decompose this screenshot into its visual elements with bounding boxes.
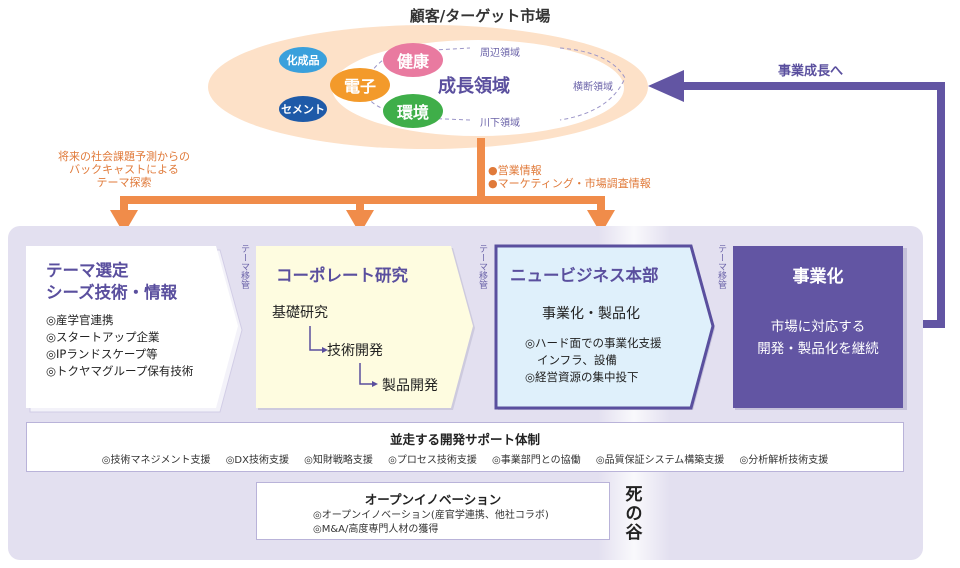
- transfer-label-2: テーマ移管: [477, 244, 487, 289]
- growth-return-bottom-bar: [902, 320, 945, 328]
- support-item: ◎プロセス技術支援: [388, 455, 477, 466]
- info-caption: ●営業情報 ●マーケティング・市場調査情報: [488, 164, 651, 190]
- support-item: ◎事業部門との協働: [492, 455, 581, 466]
- backcast-line-3: テーマ探索: [96, 176, 152, 189]
- development-support-box: 並走する開発サポート体制 ◎技術マネジメント支援 ◎DX技術支援 ◎知財戦略支援…: [26, 422, 904, 472]
- step-basic-research: 基礎研究: [272, 305, 328, 321]
- bubble-cement: セメント: [279, 96, 327, 122]
- cross-area-label: 横断領域: [572, 78, 614, 93]
- commercialization-line-1: 市場に対応する: [770, 319, 866, 335]
- support-item: ◎知財戦略支援: [304, 455, 373, 466]
- bubble-environment-label: 環境: [396, 103, 429, 122]
- support-item: ◎DX技術支援: [225, 455, 289, 466]
- support-item: ◎品質保証システム構築支援: [595, 455, 725, 466]
- transfer-label-3: テーマ移管: [716, 244, 726, 289]
- transfer-label-1: テーマ移管: [239, 244, 249, 289]
- info-item-marketing: ●マーケティング・市場調査情報: [488, 177, 651, 190]
- support-item: ◎分析解析技術支援: [739, 455, 829, 466]
- market-title: 顧客/ターゲット市場: [409, 7, 551, 25]
- step-product-development: 製品開発: [382, 378, 438, 394]
- commercialization-line-2: 開発・製品化を継続: [757, 341, 879, 357]
- info-flow-stem: [477, 138, 485, 202]
- backcast-line-1: 将来の社会課題予測からの: [58, 150, 190, 163]
- arrow-stem-1: [120, 196, 128, 212]
- bubble-electronics: 電子: [330, 68, 390, 102]
- step-tech-development: 技術開発: [327, 343, 383, 359]
- arrow-stem-3: [597, 196, 605, 212]
- backcast-line-2: バックキャストによる: [69, 163, 179, 176]
- theme-title-line-1: テーマ選定: [46, 261, 129, 280]
- open-innovation-items: ◎オープンイノベーション(産官学連携、他社コラボ) ◎M&A/高度専門人材の獲得: [313, 509, 549, 537]
- theme-item: ◎IPランドスケープ等: [46, 347, 158, 361]
- theme-item: ◎産学官連携: [46, 313, 114, 327]
- support-items: ◎技術マネジメント支援 ◎DX技術支援 ◎知財戦略支援 ◎プロセス技術支援 ◎事…: [27, 451, 903, 466]
- theme-item: ◎スタートアップ企業: [46, 330, 160, 344]
- step-arrow-1: [309, 326, 322, 351]
- arrowhead-to-corporate-research: [346, 210, 374, 234]
- growth-return-top-bar: [680, 82, 944, 90]
- stage-new-business-shape: [494, 244, 715, 410]
- valley-char: の: [625, 504, 643, 524]
- stage-theme-selection-shape: [26, 246, 238, 408]
- open-innovation-title: オープンイノベーション: [364, 492, 502, 507]
- support-title: 並走する開発サポート体制: [389, 432, 540, 447]
- new-business-items: ◎ハード面での事業化支援 インフラ、設備 ◎経営資源の集中投下: [525, 335, 662, 386]
- bubble-chemicals-label: 化成品: [286, 54, 320, 67]
- bubble-cement-label: セメント: [281, 103, 325, 116]
- bubble-chemicals: 化成品: [279, 47, 327, 73]
- stage-corporate-research-shape: [256, 246, 473, 408]
- growth-area-label: 成長領域: [438, 76, 510, 97]
- bubble-electronics-label: 電子: [343, 77, 376, 96]
- peripheral-area-label: 周辺領域: [478, 44, 522, 59]
- stage-theme-selection: テーマ選定 シーズ技術・情報 ◎産学官連携 ◎スタートアップ企業 ◎IPランドス…: [46, 260, 193, 380]
- info-flow-left-bar: [120, 196, 488, 204]
- stage-corporate-research-title: コーポレート研究: [276, 266, 408, 285]
- new-business-item: ◎経営資源の集中投下: [525, 370, 639, 384]
- theme-title-line-2: シーズ技術・情報: [46, 283, 178, 302]
- valley-char: 死: [625, 485, 643, 505]
- stage-new-business-title: ニュービジネス本部: [510, 266, 659, 285]
- stage-commercialization-body: 市場に対応する 開発・製品化を継続: [733, 316, 903, 360]
- open-innovation-box: オープンイノベーション ◎オープンイノベーション(産官学連携、他社コラボ) ◎M…: [256, 482, 610, 540]
- info-flow-right-bar: [477, 196, 605, 204]
- growth-return-right-bar: [937, 82, 945, 328]
- support-item: ◎技術マネジメント支援: [101, 455, 211, 466]
- new-business-item: ◎ハード面での事業化支援: [525, 336, 662, 350]
- open-innovation-item: ◎M&A/高度専門人材の獲得: [313, 524, 439, 535]
- bubble-health-label: 健康: [396, 52, 429, 71]
- growth-return-label: 事業成長へ: [778, 64, 844, 79]
- arrowhead-to-new-business: [587, 210, 615, 234]
- info-item-sales: ●営業情報: [488, 164, 542, 177]
- arrowhead-to-theme-selection: [110, 210, 138, 234]
- backcast-caption: 将来の社会課題予測からの バックキャストによる テーマ探索: [40, 150, 208, 189]
- theme-items: ◎産学官連携 ◎スタートアップ企業 ◎IPランドスケープ等 ◎トクヤマグループ保…: [46, 312, 193, 380]
- bubble-environment: 環境: [383, 94, 443, 128]
- new-business-item: インフラ、設備: [537, 353, 617, 367]
- valley-of-death-label: 死 の 谷: [622, 486, 646, 543]
- bubble-health: 健康: [383, 43, 443, 77]
- valley-char: 谷: [625, 523, 643, 543]
- stage-new-business-subtitle: 事業化・製品化: [542, 306, 640, 322]
- open-innovation-item: ◎オープンイノベーション(産官学連携、他社コラボ): [313, 510, 549, 521]
- growth-return-arrowhead: [648, 70, 684, 102]
- arrow-stem-2: [356, 196, 364, 212]
- stage-commercialization-shape: [733, 246, 903, 408]
- stage-theme-selection-title: テーマ選定 シーズ技術・情報: [46, 260, 193, 304]
- step-arrow-2: [359, 363, 372, 385]
- theme-item: ◎トクヤマグループ保有技術: [46, 364, 194, 378]
- downstream-area-label: 川下領域: [478, 114, 522, 129]
- stage-commercialization-title: 事業化: [792, 267, 844, 287]
